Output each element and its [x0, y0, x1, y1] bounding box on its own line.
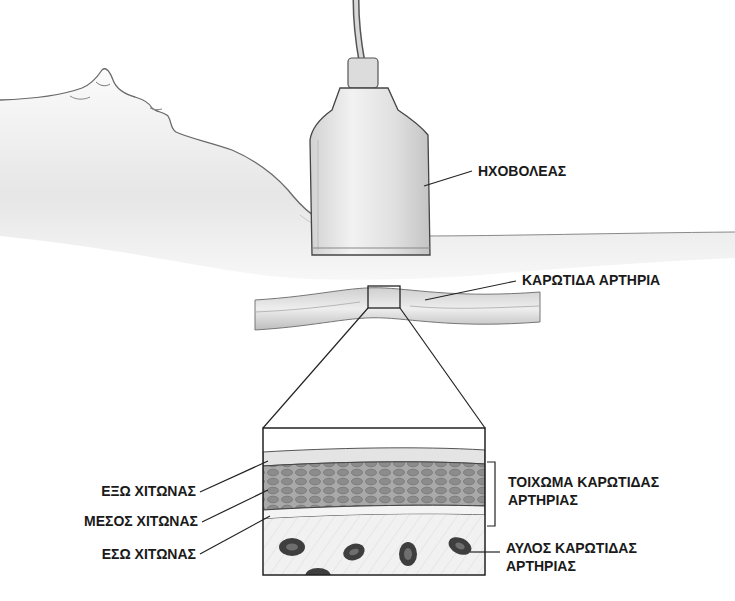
- artery-label: ΚΑΡΩΤΙΔΑ ΑΡΤΗΡΙΑ: [522, 271, 660, 289]
- zoom-frame: [263, 428, 485, 575]
- ultrasound-probe: [310, 0, 430, 255]
- wall-detail: [263, 428, 485, 575]
- lumen-label: ΑΥΛΟΣ ΚΑΡΩΤΙΔΑΣ ΑΡΤΗΡΙΑΣ: [506, 539, 684, 575]
- carotid-artery: [255, 286, 540, 330]
- layer-label: ΕΣΩ ΧΙΤΩΝΑΣ: [102, 545, 196, 563]
- blood-cells: [279, 534, 474, 575]
- head-neck: [0, 69, 735, 280]
- wall-label: ΤΟΙΧΩΜΑ ΚΑΡΩΤΙΔΑΣ ΑΡΤΗΡΙΑΣ: [508, 473, 686, 509]
- zoom-lines: [263, 308, 485, 428]
- leader-lines: [200, 171, 516, 554]
- layer-label: ΜΕΣΟΣ ΧΙΤΩΝΑΣ: [84, 512, 198, 530]
- layer-label: ΕΞΩ ΧΙΤΩΝΑΣ: [101, 482, 196, 500]
- probe-label: ΗΧΟΒΟΛΕΑΣ: [478, 162, 566, 180]
